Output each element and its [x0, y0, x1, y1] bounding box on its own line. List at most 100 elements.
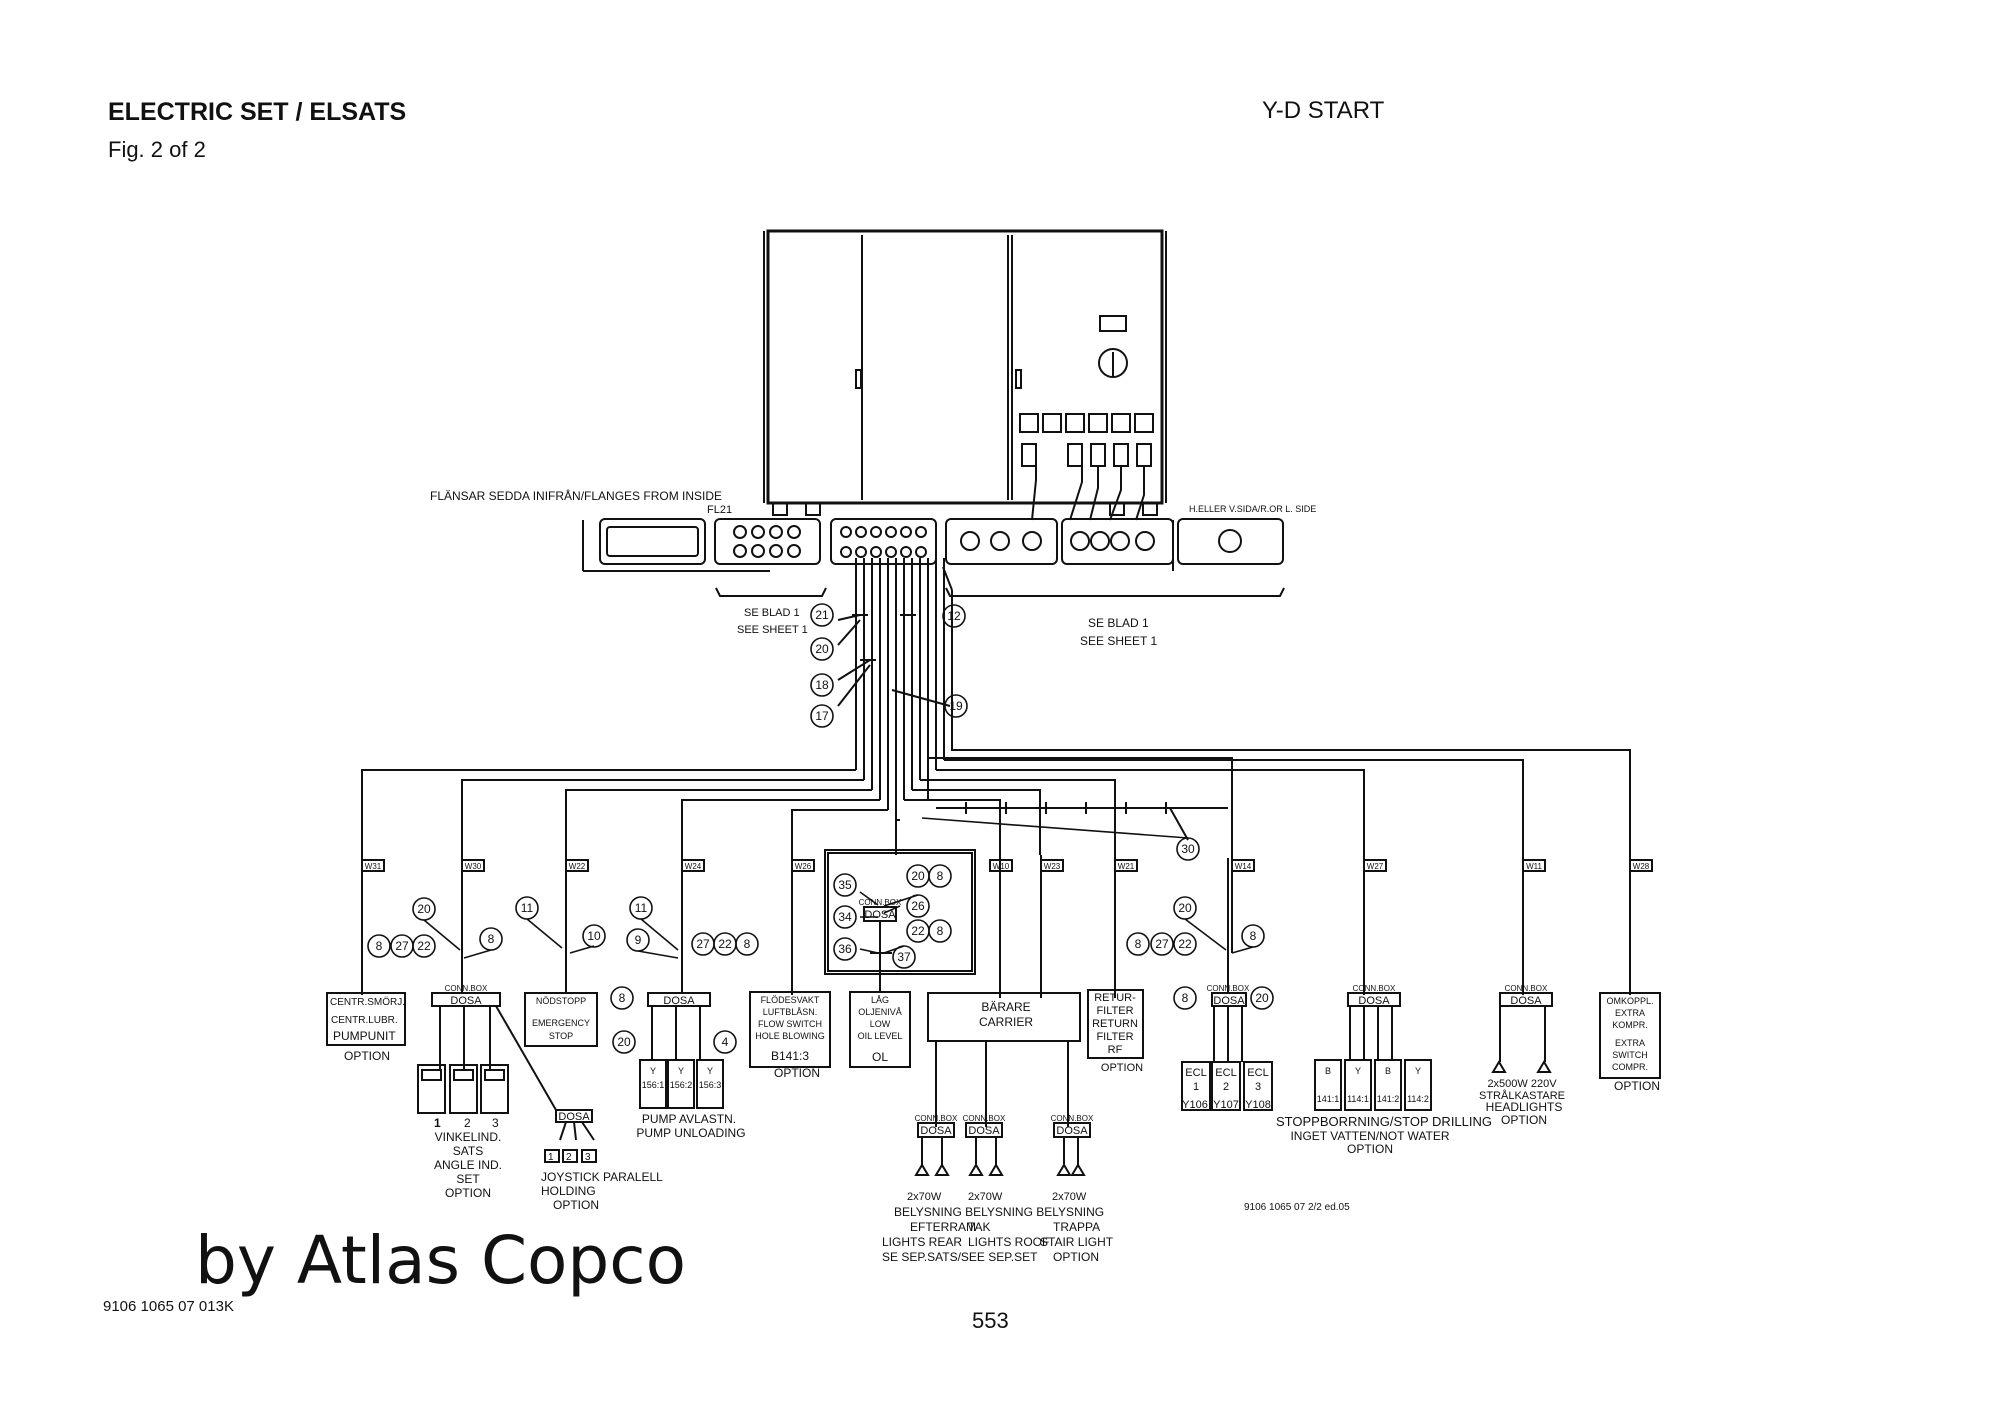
- svg-text:1: 1: [548, 1152, 554, 1163]
- svg-text:Y: Y: [1355, 1066, 1361, 1076]
- svg-text:COMPR.: COMPR.: [1612, 1062, 1648, 1072]
- callout-30: 30: [1181, 842, 1195, 856]
- return-filter-text: RETUR- FILTER RETURN FILTER RF OPTION: [1092, 992, 1143, 1074]
- callout-34: 34: [838, 910, 852, 924]
- svg-text:2: 2: [464, 1116, 471, 1130]
- svg-text:OPTION: OPTION: [1347, 1142, 1393, 1156]
- svg-text:LIGHTS ROOF: LIGHTS ROOF: [968, 1235, 1049, 1249]
- cable-w31: W31: [365, 862, 382, 871]
- main-switch-icon: [1098, 348, 1128, 378]
- pump-dosa: [431, 992, 501, 1007]
- cable-w23: W23: [1044, 862, 1061, 871]
- main-switch-label-plate: [1099, 315, 1127, 332]
- svg-text:FLÖDESVAKT: FLÖDESVAKT: [761, 995, 820, 1005]
- page-number: 553: [972, 1308, 1009, 1333]
- svg-text:156:3: 156:3: [699, 1080, 722, 1090]
- svg-text:OIL LEVEL: OIL LEVEL: [858, 1031, 903, 1041]
- svg-text:PUMPUNIT: PUMPUNIT: [333, 1029, 396, 1043]
- svg-text:2x70W: 2x70W: [907, 1191, 942, 1203]
- cable-w28: W28: [1633, 862, 1650, 871]
- cable-w14: W14: [1235, 862, 1252, 871]
- svg-text:BÄRARE: BÄRARE: [981, 1000, 1030, 1014]
- svg-text:OMKOPPL.: OMKOPPL.: [1606, 996, 1653, 1006]
- svg-text:INGET VATTEN/NOT WATER: INGET VATTEN/NOT WATER: [1290, 1129, 1449, 1143]
- callout-numbers: 21 20 18 17 12 19 30 20 8 8 27 22 11 10 …: [376, 608, 1269, 1049]
- callout-27: 27: [395, 939, 409, 953]
- svg-text:EMERGENCY: EMERGENCY: [532, 1018, 590, 1028]
- svg-text:2x70W: 2x70W: [968, 1191, 1003, 1203]
- callout-20: 20: [1255, 991, 1269, 1005]
- svg-text:VINKELIND.: VINKELIND.: [435, 1130, 502, 1144]
- callout-8: 8: [1182, 991, 1189, 1005]
- cable-w24: W24: [685, 862, 702, 871]
- callout-8: 8: [488, 932, 495, 946]
- cable-w27: W27: [1367, 862, 1384, 871]
- callout-20: 20: [1178, 901, 1192, 915]
- callout-8: 8: [376, 939, 383, 953]
- callout-36: 36: [838, 942, 852, 956]
- svg-text:STRÅLKASTARE: STRÅLKASTARE: [1479, 1089, 1565, 1102]
- svg-text:SATS: SATS: [453, 1144, 483, 1158]
- dosa-label: DOSA: [1213, 995, 1245, 1007]
- svg-text:ECL: ECL: [1185, 1067, 1206, 1079]
- svg-text:2x70W: 2x70W: [1052, 1191, 1087, 1203]
- svg-text:Y107: Y107: [1213, 1099, 1239, 1111]
- start-mode-label: Y-D START: [1262, 97, 1385, 124]
- cable-w11: W11: [1526, 862, 1542, 871]
- callout-21: 21: [815, 608, 829, 622]
- flange-row: [582, 466, 1285, 597]
- svg-text:PUMP UNLOADING: PUMP UNLOADING: [636, 1126, 745, 1140]
- callout-8: 8: [1135, 937, 1142, 951]
- figure-number: Fig. 2 of 2: [108, 137, 206, 162]
- svg-text:NÖDSTOPP: NÖDSTOPP: [536, 996, 586, 1006]
- svg-text:SE SEP.SATS/SEE SEP.SET: SE SEP.SATS/SEE SEP.SET: [882, 1250, 1038, 1264]
- joystick-text: 1 2 3 JOYSTICK PARALELL HOLDING OPTION: [541, 1152, 663, 1212]
- svg-text:EFTERRAM: EFTERRAM: [910, 1220, 976, 1234]
- dosa-label: DOSA: [450, 995, 482, 1007]
- svg-text:OPTION: OPTION: [1053, 1250, 1099, 1264]
- svg-text:SWITCH: SWITCH: [1612, 1050, 1648, 1060]
- ecl-text: ECL 1 Y106 ECL 2 Y107 ECL 3 Y108: [1182, 1067, 1271, 1111]
- cable-w21: W21: [1118, 862, 1135, 871]
- drawing-reference: 9106 1065 07 2/2 ed.05: [1244, 1202, 1350, 1213]
- callout-22: 22: [911, 924, 925, 938]
- connbox-label: CONN.BOX: [445, 984, 488, 993]
- svg-text:156:2: 156:2: [670, 1080, 693, 1090]
- dosa-label: DOSA: [864, 909, 896, 921]
- callout-circles: [367, 603, 1274, 1054]
- callout-22: 22: [417, 939, 431, 953]
- flanges-label: FLÄNSAR SEDDA INIFRÅN/FLANGES FROM INSID…: [430, 488, 722, 503]
- lights-text: 2x70W 2x70W 2x70W BELYSNING BELYSNING BE…: [882, 1191, 1114, 1264]
- callout-12: 12: [947, 609, 961, 623]
- connbox-label: CONN.BOX: [963, 1114, 1006, 1123]
- svg-text:114:2: 114:2: [1407, 1094, 1429, 1104]
- svg-text:FLOW SWITCH: FLOW SWITCH: [758, 1019, 822, 1029]
- cable-labels: W31 W30 W22 W24 W26 W10 W23 W21 W14 W27 …: [365, 862, 1650, 871]
- svg-text:141:1: 141:1: [1317, 1094, 1340, 1104]
- callout-9: 9: [635, 933, 642, 947]
- cable-tags: [361, 859, 1653, 872]
- callout-20: 20: [815, 642, 829, 656]
- angle-ind-text: 1 2 3 VINKELIND. SATS ANGLE IND. SET OPT…: [434, 1116, 502, 1200]
- callout-20: 20: [617, 1035, 631, 1049]
- side-label: H.ELLER V.SIDA/R.OR L. SIDE: [1189, 504, 1316, 514]
- callout-10: 10: [587, 929, 601, 943]
- see-sheet-right-1: SE BLAD 1: [1088, 616, 1149, 630]
- svg-text:OPTION: OPTION: [344, 1049, 390, 1063]
- svg-text:B: B: [1325, 1066, 1331, 1076]
- svg-text:Y: Y: [678, 1066, 684, 1076]
- connbox-label: CONN.BOX: [859, 898, 902, 907]
- dosa-label: DOSA: [1056, 1125, 1088, 1137]
- headlights-text: 2x500W 220V STRÅLKASTARE HEADLIGHTS OPTI…: [1479, 1078, 1565, 1127]
- svg-text:156:1: 156:1: [642, 1080, 665, 1090]
- svg-text:TAK: TAK: [968, 1220, 990, 1234]
- svg-text:141:2: 141:2: [1377, 1094, 1400, 1104]
- pump-unit-box: [326, 992, 406, 1046]
- svg-text:EXTRA: EXTRA: [1615, 1038, 1645, 1048]
- callout-8: 8: [619, 991, 626, 1005]
- svg-text:RF: RF: [1108, 1044, 1123, 1056]
- svg-text:EXTRA: EXTRA: [1615, 1008, 1645, 1018]
- callout-4: 4: [722, 1035, 729, 1049]
- svg-text:LIGHTS REAR: LIGHTS REAR: [882, 1235, 962, 1249]
- callout-8: 8: [744, 937, 751, 951]
